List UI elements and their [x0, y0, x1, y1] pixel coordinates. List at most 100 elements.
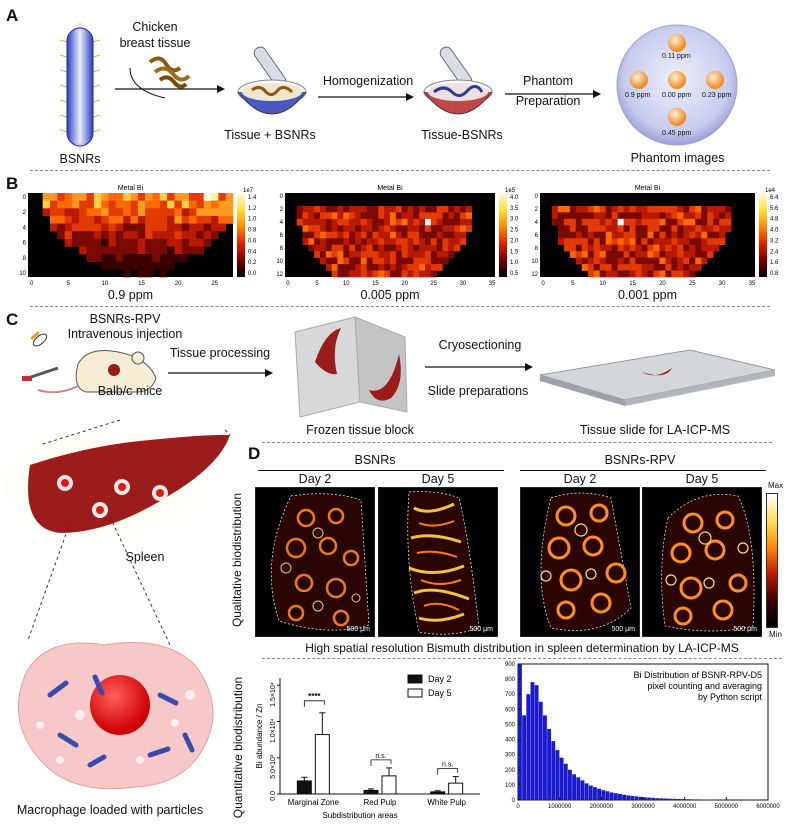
histogram-bar [672, 798, 677, 800]
bar [448, 782, 464, 795]
heatmap-cell [425, 212, 432, 220]
heatmap-cell [611, 212, 618, 220]
colorbar-tick: 2.0 [510, 238, 519, 244]
heatmap-cell [671, 244, 678, 252]
heatmap-cell [108, 193, 117, 201]
heatmap-cell [308, 218, 315, 226]
heatmap-cell [71, 208, 80, 217]
heatmap-cell [430, 231, 437, 239]
y-tick-label: 1.0×10⁴ [270, 719, 277, 744]
heatmap-cell [395, 205, 402, 213]
heatmap-cell [701, 244, 708, 252]
heatmap-cell [683, 270, 690, 278]
heatmap-cell [395, 212, 402, 220]
heatmap-x-tick: 5 [67, 281, 71, 287]
heatmap-cell [436, 257, 443, 265]
heatmap-cell [695, 231, 702, 239]
bar [363, 789, 379, 795]
heatmap-cell [145, 269, 153, 278]
heatmap-cell [159, 223, 168, 232]
heatmap-cell [430, 218, 437, 226]
significance-label: **** [308, 692, 321, 701]
heatmap-cell [683, 244, 690, 252]
heatmap-cell [653, 225, 660, 233]
heatmap-cell [659, 225, 666, 233]
heatmap-y-tick: 4 [280, 220, 284, 226]
heatmap-cell [395, 270, 402, 278]
heatmap-cell [314, 205, 321, 213]
heatmap-cell [707, 238, 714, 245]
heatmap-cell [152, 208, 161, 217]
heatmap-x-tick: 0 [541, 281, 545, 287]
spleen-macrophage-icon [0, 419, 231, 790]
heatmap-cell [401, 212, 408, 220]
heatmap-cell [218, 215, 226, 224]
histogram-bar [622, 794, 627, 800]
heatmap-cell [581, 244, 589, 252]
x-tick-label: 3000000 [631, 804, 655, 810]
heatmap-cell [629, 231, 636, 239]
heatmap-cell [123, 246, 131, 255]
heatmap-cell [719, 238, 726, 245]
heatmap-cell [587, 251, 595, 258]
y-tick-label: 600 [505, 707, 516, 713]
heatmap-cell [64, 231, 73, 240]
heatmap-cell [647, 225, 654, 233]
heatmap-cell [683, 264, 690, 271]
heatmap-cell [320, 257, 327, 265]
heatmap-cell [719, 218, 726, 226]
heatmap-cell [407, 231, 414, 239]
heatmap-cell [671, 212, 678, 220]
heatmap-cell [167, 261, 175, 270]
heatmap-cell [413, 264, 420, 271]
heatmap-cell [360, 244, 367, 252]
heatmap-cell [372, 270, 379, 278]
heatmap-y-tick: 2 [535, 207, 539, 213]
heatmap-cell [115, 215, 124, 224]
tissue-image-rpv-day2: 500 μm [520, 487, 640, 637]
heatmap-cell [605, 225, 612, 233]
heatmap-cell [49, 223, 58, 232]
quant-axis-label: Quantitative biodistribution [231, 676, 245, 819]
heatmap-cell [713, 218, 720, 226]
heatmap-cell [384, 251, 391, 258]
heatmap-cell [71, 223, 80, 232]
heatmap-cell [430, 257, 437, 265]
heatmap-cell [442, 231, 449, 239]
heatmap-cell [331, 270, 338, 278]
heatmap-cell [593, 218, 601, 226]
heatmap-cell [442, 218, 449, 226]
heatmap-cell [79, 200, 87, 209]
heatmap-cell [64, 238, 73, 247]
heatmap-cell [325, 231, 332, 239]
heatmap-cell [617, 225, 624, 233]
heatmap-cell [57, 208, 65, 217]
heatmap-cell [623, 218, 630, 226]
y-tick-label: 400 [505, 738, 516, 744]
heatmap-cell [366, 212, 373, 220]
heatmap-cell [366, 244, 373, 252]
histogram-bar [684, 799, 689, 800]
heatmap-cell [557, 205, 565, 213]
heatmap-cell [325, 251, 332, 258]
heatmap-cell [115, 208, 124, 217]
colorbar-tick: 6.4 [770, 195, 779, 201]
significance-label: n.s. [375, 753, 386, 760]
heatmap-x-tick: 25 [211, 281, 218, 287]
heatmap-cell [337, 225, 344, 233]
heatmap-cell [167, 200, 175, 209]
heatmap-cell [551, 205, 559, 213]
heatmap-cell [93, 215, 102, 224]
heatmap-cell [581, 218, 589, 226]
bar [430, 791, 446, 795]
heatmap-x-tick: 15 [629, 281, 636, 287]
y-tick-label: 0 [512, 798, 516, 804]
heatmap-cell [442, 251, 449, 258]
heatmap-cell [390, 264, 397, 271]
heatmap-cell [413, 244, 420, 252]
heatmap-cell [593, 212, 601, 220]
heatmap-y-tick: 6 [535, 233, 539, 239]
ppm-label: 0.45 ppm [662, 130, 692, 137]
heatmap-cell [49, 193, 58, 201]
ppm-label: 0.9 ppm [625, 92, 651, 99]
